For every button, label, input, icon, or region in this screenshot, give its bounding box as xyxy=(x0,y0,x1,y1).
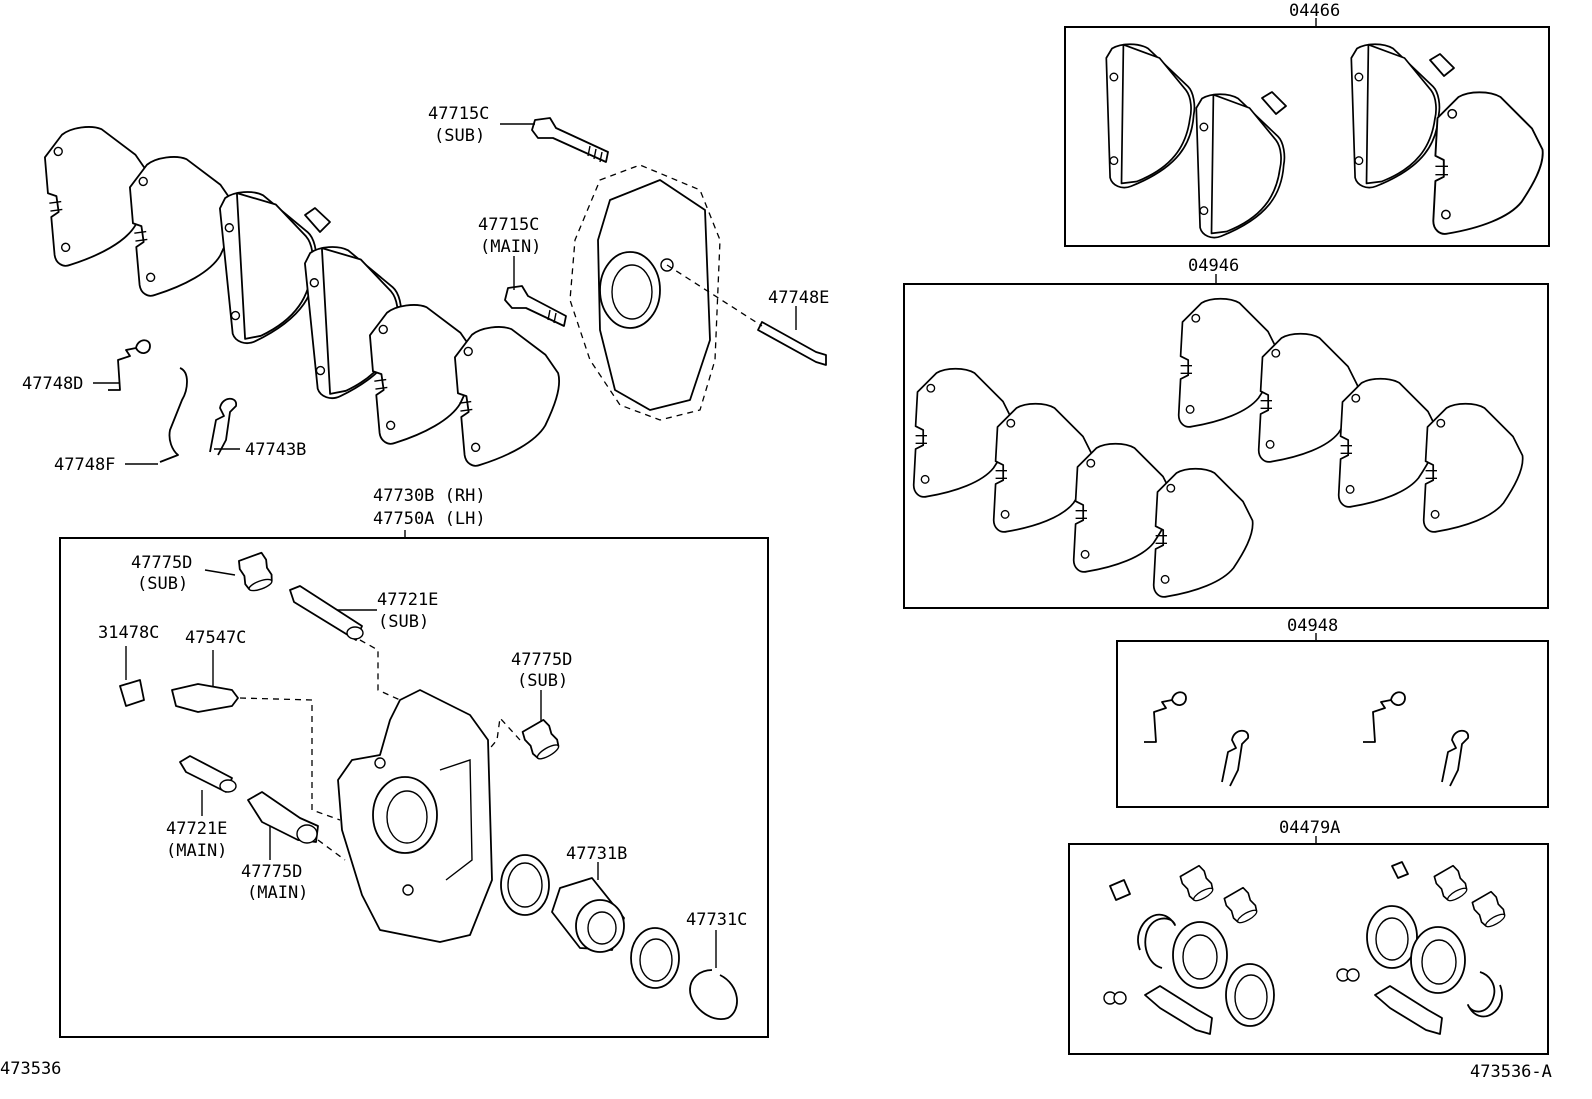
label-47775d-main: 47775D xyxy=(241,862,302,882)
label-47715c-sub: 47715C xyxy=(428,104,489,124)
kit-04946-shims xyxy=(912,297,1524,598)
leader-lines-top xyxy=(93,123,797,538)
kit-04948-box xyxy=(1116,640,1549,808)
label-47748f: 47748F xyxy=(54,455,115,475)
kit-04466-pads xyxy=(1105,43,1544,239)
label-47715c-main-note: (MAIN) xyxy=(480,237,541,257)
label-47731b: 47731B xyxy=(566,844,627,864)
label-47775d-main-note: (MAIN) xyxy=(247,883,308,903)
diagram-code-left: 473536 xyxy=(0,1059,61,1079)
label-47715c-main: 47715C xyxy=(478,215,539,235)
part-labels: 47715C (SUB) 47715C (MAIN) 47748E 47748D… xyxy=(0,1,1552,1082)
label-47775d-sub-1-note: (SUB) xyxy=(137,574,188,594)
label-47748e: 47748E xyxy=(768,288,829,308)
label-kit-04946: 04946 xyxy=(1188,256,1239,276)
label-47721e-sub-note: (SUB) xyxy=(378,612,429,632)
caliper-assembly-parts xyxy=(119,551,738,1021)
label-31478c: 31478C xyxy=(98,623,159,643)
label-47775d-sub-2-note: (SUB) xyxy=(517,671,568,691)
diagram-code-right: 473536-A xyxy=(1470,1062,1552,1082)
label-47748d: 47748D xyxy=(22,374,83,394)
label-47743b: 47743B xyxy=(245,440,306,460)
label-47750a: 47750A (LH) xyxy=(373,509,486,529)
bolt-47715c-sub xyxy=(531,117,609,163)
kit-04479a-parts xyxy=(1103,861,1509,1035)
bolt-47715c-main xyxy=(504,285,567,327)
label-47731c: 47731C xyxy=(686,910,747,930)
label-47775d-sub-2: 47775D xyxy=(511,650,572,670)
label-kit-04948: 04948 xyxy=(1287,616,1338,636)
spring-47748f xyxy=(159,367,188,463)
clip-47743b xyxy=(209,397,237,456)
label-kit-04479a: 04479A xyxy=(1279,818,1340,838)
pad-assembly-group xyxy=(36,118,571,469)
label-47721e-main: 47721E xyxy=(166,819,227,839)
kit-04946-box xyxy=(903,283,1549,609)
pin-47748e xyxy=(666,264,827,366)
caliper-bracket xyxy=(569,164,721,421)
kit-04466-box xyxy=(1064,26,1550,247)
label-47730b: 47730B (RH) xyxy=(373,486,486,506)
kit-04948-clips xyxy=(1143,691,1469,787)
kit-04479a-box xyxy=(1068,843,1549,1055)
caliper-assembly-box xyxy=(59,537,769,1038)
label-47775d-sub-1: 47775D xyxy=(131,553,192,573)
label-47547c: 47547C xyxy=(185,628,246,648)
label-47721e-sub: 47721E xyxy=(377,590,438,610)
label-47721e-main-note: (MAIN) xyxy=(166,841,227,861)
label-kit-04466: 04466 xyxy=(1289,1,1340,21)
label-47715c-sub-note: (SUB) xyxy=(434,126,485,146)
